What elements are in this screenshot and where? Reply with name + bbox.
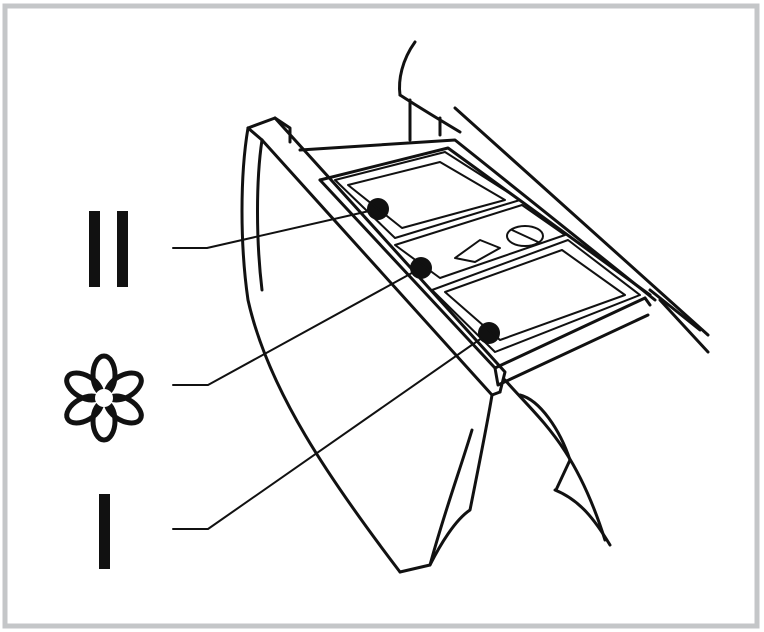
compartment-prewash bbox=[334, 151, 521, 239]
figure-border bbox=[2, 3, 760, 629]
roman-numeral-ii-icon bbox=[89, 211, 128, 287]
leader-line-mainwash bbox=[172, 322, 500, 530]
machine-body bbox=[398, 40, 710, 547]
roman-numeral-i-icon bbox=[99, 494, 110, 569]
drawer-tray bbox=[298, 138, 657, 387]
compartment-softener bbox=[394, 204, 566, 279]
drawer-front bbox=[240, 116, 507, 574]
compartment-mainwash bbox=[431, 239, 641, 353]
flower-icon bbox=[64, 353, 144, 443]
